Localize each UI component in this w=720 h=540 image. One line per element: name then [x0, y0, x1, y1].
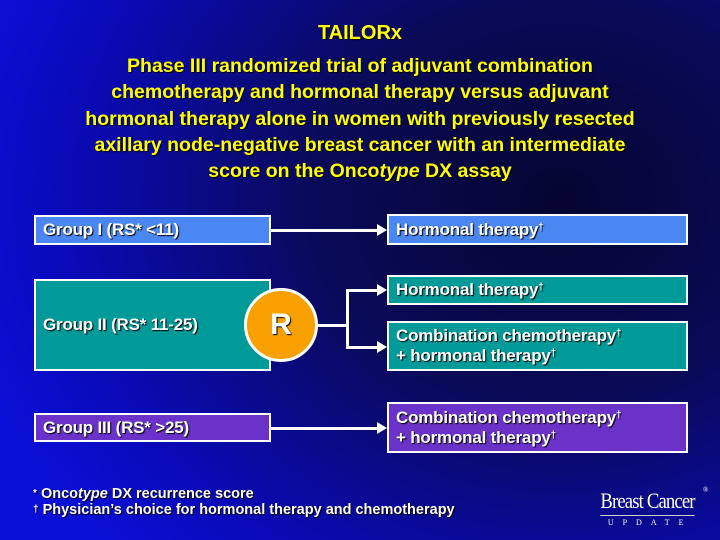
randomization-label: R — [270, 308, 292, 341]
footnote-1: * Oncotype DX recurrence score — [33, 486, 455, 502]
arrowhead — [377, 224, 387, 236]
dagger-mark: † — [616, 409, 622, 421]
dagger-mark: † — [550, 348, 557, 359]
slide-subtitle: Phase III randomized trial of adjuvant c… — [0, 53, 720, 184]
subtitle-line: score on the Oncotype DX assay — [0, 158, 720, 184]
subtitle-line: axillary node-negative breast cancer wit… — [94, 133, 626, 156]
footnote-2: † Physician’s choice for hormonal therap… — [33, 502, 455, 518]
group-3-box: Group III (RS* >25) — [34, 413, 271, 442]
subtitle-text: score on the Onco — [208, 160, 380, 183]
arm-hormonal-group-1: Hormonal therapy† — [387, 214, 688, 245]
group-1-box: Group I (RS* <11) — [34, 215, 271, 245]
arrow-line — [346, 346, 379, 349]
dagger-mark: † — [616, 328, 622, 339]
arm-label: + hormonal therapy — [396, 346, 551, 365]
arm-hormonal-group-2: Hormonal therapy† — [387, 275, 688, 305]
logo-name: Breast Cancer — [600, 488, 696, 516]
breast-cancer-update-logo: Breast Cancer ® UPDATE — [592, 486, 709, 527]
footnotes: * Oncotype DX recurrence score † Physici… — [33, 486, 455, 518]
randomization-circle: R — [244, 288, 318, 362]
subtitle-text: DX assay — [419, 160, 512, 183]
dagger-mark: † — [538, 221, 544, 233]
arm-label: + hormonal therapy — [396, 427, 551, 447]
subtitle-line: Phase III randomized trial of adjuvant c… — [127, 55, 593, 77]
arrowhead — [377, 284, 387, 296]
arm-label: Combination chemotherapy — [396, 407, 617, 427]
group-1-label: Group I (RS* <11) — [43, 220, 179, 239]
footnote-text: Onco — [40, 486, 78, 502]
arm-label: Hormonal therapy — [396, 219, 539, 239]
slide-title: TAILORx — [317, 22, 403, 44]
dagger-mark: † — [550, 429, 557, 441]
subtitle-line: chemotherapy and hormonal therapy versus… — [111, 81, 609, 104]
dagger-mark: † — [33, 504, 39, 515]
arm-label: Hormonal therapy — [396, 280, 539, 299]
arm-combo-group-3: Combination chemotherapy† + hormonal the… — [387, 402, 688, 453]
footnote-italic: type — [78, 486, 108, 502]
arrow-line — [318, 324, 348, 327]
subtitle-italic: type — [379, 160, 420, 183]
arrowhead — [377, 422, 387, 434]
arrowhead — [377, 341, 387, 353]
registered-mark: ® — [703, 486, 709, 494]
logo-subtitle: UPDATE — [607, 518, 693, 527]
arrow-line — [271, 427, 379, 430]
group-2-label: Group II (RS* 11-25) — [43, 315, 198, 334]
group-3-label: Group III (RS* >25) — [43, 417, 189, 437]
arrow-line — [271, 229, 379, 232]
dagger-mark: † — [538, 282, 544, 293]
footnote-text: DX recurrence score — [107, 486, 254, 502]
group-2-box: Group II (RS* 11-25) — [34, 279, 271, 371]
arrow-line — [346, 289, 379, 292]
footnote-text: Physician’s choice for hormonal therapy … — [42, 502, 455, 518]
asterisk-mark: * — [33, 488, 37, 499]
arm-combo-group-2: Combination chemotherapy† + hormonal the… — [387, 321, 688, 371]
arrow-line — [346, 289, 349, 349]
arm-label: Combination chemotherapy — [396, 326, 617, 345]
subtitle-line: hormonal therapy alone in women with pre… — [85, 107, 635, 130]
